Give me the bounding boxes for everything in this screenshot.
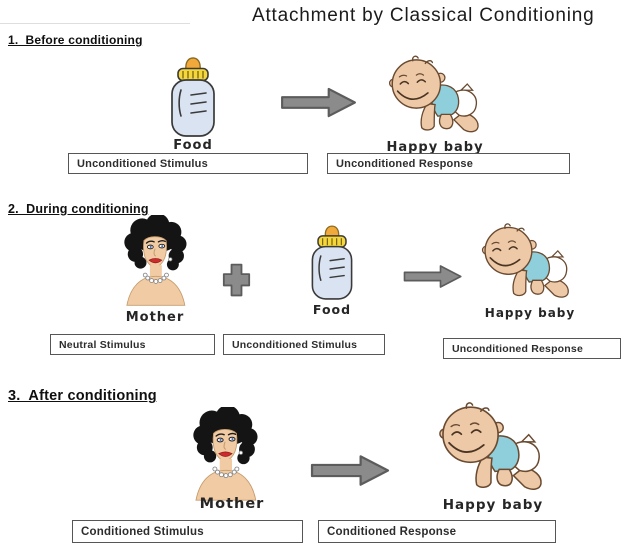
happy-baby-label: Happy baby xyxy=(386,140,484,155)
happy-baby-label: Happy baby xyxy=(484,306,576,320)
unconditioned-stimulus-box: Unconditioned Stimulus xyxy=(68,153,308,174)
mother-label: Mother xyxy=(199,496,265,512)
unconditioned-stimulus-box: Unconditioned Stimulus xyxy=(223,334,385,355)
right-arrow-icon xyxy=(403,261,463,292)
box-text: Unconditioned Stimulus xyxy=(77,157,208,170)
baby-bottle-icon xyxy=(163,56,223,138)
box-text: Unconditioned Stimulus xyxy=(232,338,358,351)
unconditioned-response-box: Unconditioned Response xyxy=(443,338,621,359)
page-title: Attachment by Classical Conditioning xyxy=(252,5,595,26)
mother-label: Mother xyxy=(125,310,185,325)
section-heading-during: 2. During conditioning xyxy=(8,202,149,216)
unconditioned-response-box: Unconditioned Response xyxy=(327,153,570,174)
food-label: Food xyxy=(173,138,213,153)
section-heading-before: 1. Before conditioning xyxy=(8,33,143,47)
mother-portrait-icon xyxy=(182,407,268,502)
box-text: Unconditioned Response xyxy=(336,157,474,170)
food-label: Food xyxy=(312,302,352,317)
happy-baby-label: Happy baby xyxy=(442,497,544,513)
right-arrow-icon xyxy=(280,86,358,119)
box-text: Unconditioned Response xyxy=(452,342,583,355)
box-text: Conditioned Stimulus xyxy=(81,525,204,538)
section-heading-after: 3. After conditioning xyxy=(8,388,157,404)
baby-bottle-icon xyxy=(304,224,360,301)
plus-icon xyxy=(222,262,251,298)
happy-baby-icon xyxy=(386,52,486,141)
happy-baby-icon xyxy=(431,400,555,498)
box-text: Conditioned Response xyxy=(327,525,457,538)
mother-portrait-icon xyxy=(116,215,194,307)
right-arrow-icon xyxy=(310,453,391,488)
happy-baby-icon xyxy=(479,218,576,308)
box-text: Neutral Stimulus xyxy=(59,338,146,351)
conditioned-stimulus-box: Conditioned Stimulus xyxy=(72,520,303,543)
neutral-stimulus-box: Neutral Stimulus xyxy=(50,334,215,355)
divider xyxy=(0,23,190,24)
conditioned-response-box: Conditioned Response xyxy=(318,520,556,543)
